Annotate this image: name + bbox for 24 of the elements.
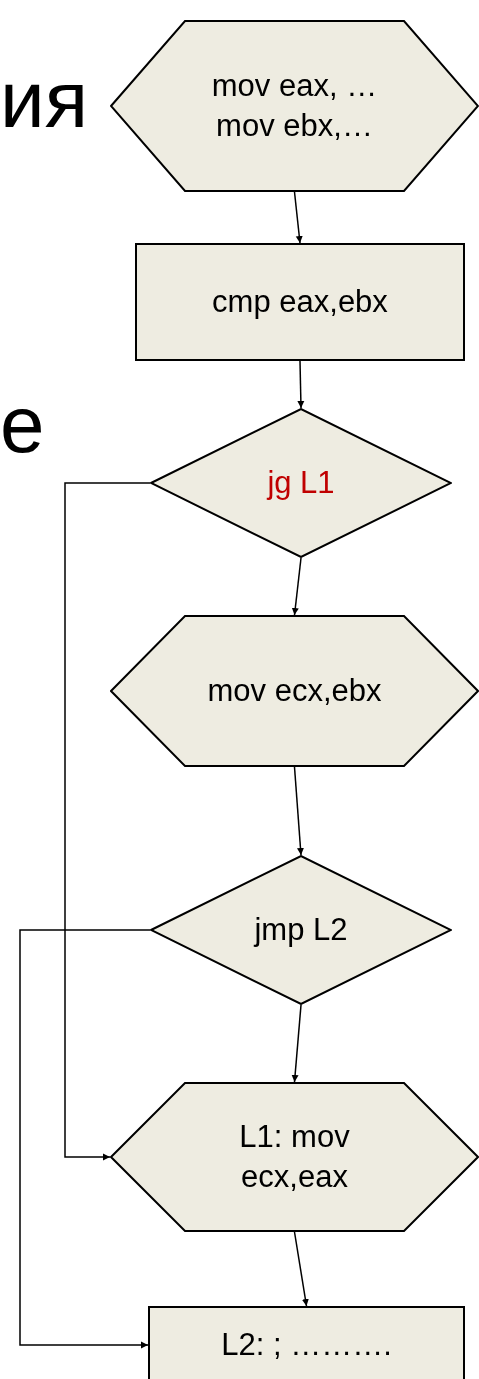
preparation-hexagon xyxy=(110,615,479,767)
preparation-hexagon xyxy=(110,20,479,192)
arrow xyxy=(291,1004,302,1083)
node-label: mov ecx,ebx xyxy=(206,672,383,710)
preparation-hexagon xyxy=(110,1082,479,1232)
decision-diamond xyxy=(150,408,452,558)
process-box xyxy=(135,243,465,361)
arrow xyxy=(297,360,305,409)
node-label: jg L1 xyxy=(265,464,336,502)
arrow xyxy=(293,766,304,856)
heading-fragment: ия xyxy=(0,60,88,140)
node-label: L1: mov ecx,eax xyxy=(238,1118,351,1196)
node-label: mov eax, … mov ebx,… xyxy=(210,67,379,145)
arrow xyxy=(19,929,151,1349)
decision-diamond xyxy=(150,855,452,1005)
arrow xyxy=(293,191,303,244)
process-box xyxy=(148,1306,465,1379)
node-label: L2: ; ………. xyxy=(220,1326,393,1364)
node-label: jmp L2 xyxy=(252,911,349,949)
heading-fragment: е xyxy=(0,385,45,465)
arrow xyxy=(64,482,151,1161)
node-label: cmp eax,ebx xyxy=(211,283,389,321)
arrow xyxy=(291,557,302,616)
arrow xyxy=(293,1231,309,1307)
